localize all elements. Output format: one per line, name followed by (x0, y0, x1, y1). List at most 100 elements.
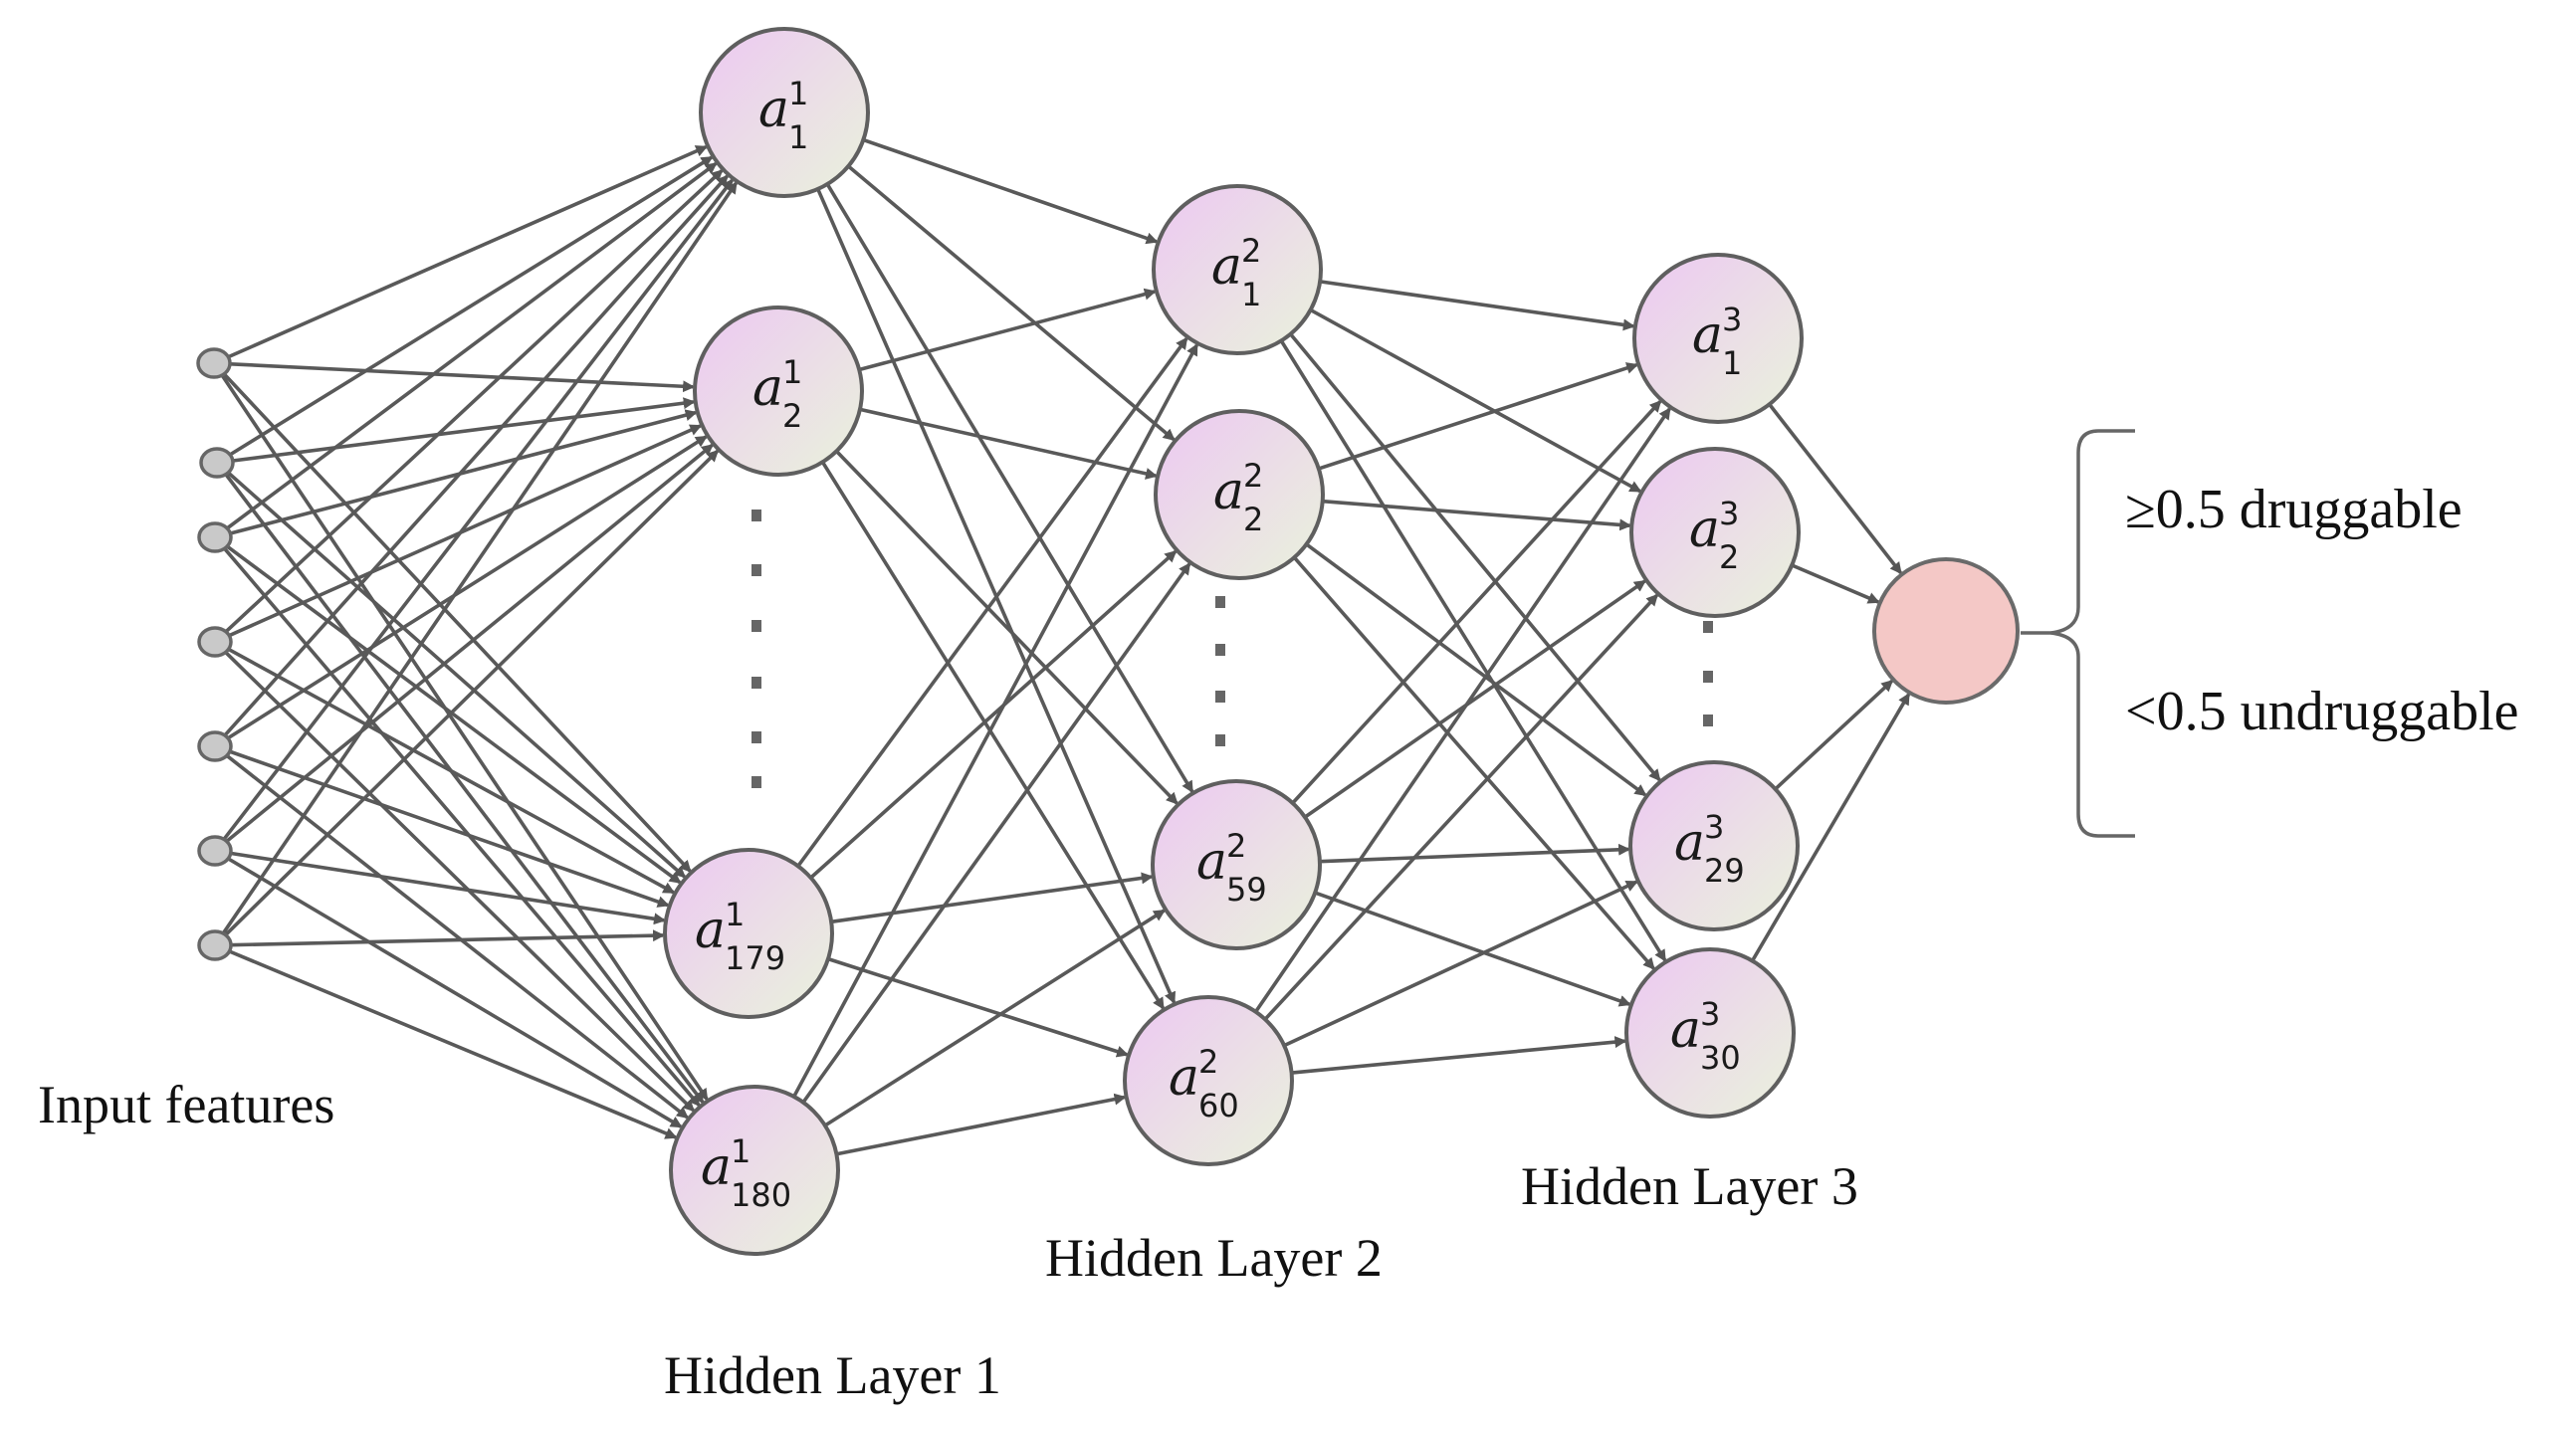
neuron-symbol: a (1213, 462, 1244, 521)
input-to-hidden1-edge (222, 546, 701, 1108)
ellipsis-dot (1215, 734, 1225, 746)
neuron-unit-index: 179 (725, 939, 785, 977)
input-node (197, 929, 233, 961)
neuron-unit-index: 2 (782, 397, 802, 435)
ellipsis-dot (1215, 644, 1225, 656)
input-features-label: Input features (38, 1075, 334, 1134)
neuron-circle (1123, 995, 1294, 1166)
ellipsis-dot (751, 731, 761, 743)
neuron-layer-index: 1 (782, 353, 802, 391)
neuron-layer-index: 2 (1198, 1043, 1218, 1081)
neuron-layer-index: 2 (1226, 827, 1246, 865)
neuron-circle (1624, 947, 1796, 1119)
hidden1-to-hidden2-edge (820, 461, 1166, 1010)
hidden3-node: a3 29 (1628, 760, 1800, 931)
input-node (199, 447, 235, 479)
hidden2-to-hidden3-edge (1279, 339, 1667, 962)
ellipsis-dot (751, 620, 761, 632)
input-to-hidden1-edge (223, 174, 729, 737)
hidden1-to-hidden2-edge (858, 288, 1157, 372)
neuron-layer-index: 1 (725, 896, 745, 933)
input-to-hidden1-edge (227, 361, 696, 393)
hidden3-to-output-edge (1791, 563, 1880, 604)
nodes: a11a12a1179a1180a21a22a259a260a31a32a329… (196, 27, 2020, 1256)
neuron-layer-index: 3 (1719, 495, 1739, 532)
neuron-layer-index: 1 (731, 1132, 751, 1170)
ellipsis-dot (751, 677, 761, 689)
input-to-hidden1-edge (227, 748, 670, 908)
hidden2-to-hidden3-edge (1283, 880, 1638, 1048)
neuron-unit-index: 2 (1719, 538, 1739, 576)
hidden2-to-hidden3-edge (1318, 362, 1639, 471)
hidden1-to-hidden2-edge (801, 562, 1191, 1104)
input-to-hidden1-edge (227, 948, 678, 1139)
hidden1-to-hidden2-edge (859, 407, 1159, 480)
connections (220, 137, 1911, 1156)
neuron-unit-index: 30 (1700, 1039, 1741, 1077)
hidden3-to-output-edge (1774, 679, 1894, 791)
hidden1-to-hidden2-edge (827, 956, 1130, 1058)
input-to-hidden1-edge (226, 144, 709, 360)
neuron-symbol: a (701, 1137, 732, 1197)
hidden2-to-hidden3-edge (1291, 399, 1662, 805)
input-to-hidden1-edge (226, 856, 683, 1128)
hidden1-to-hidden2-edge (796, 336, 1188, 868)
ellipsis-dot (1703, 671, 1713, 683)
neuron-unit-index: 2 (1243, 501, 1263, 538)
hidden2-to-hidden3-edge (1319, 843, 1631, 864)
output-node (1872, 557, 2020, 705)
input-to-hidden1-edge (228, 929, 666, 947)
input-to-hidden1-edge (225, 162, 718, 531)
hidden1-to-hidden2-edge (847, 164, 1176, 442)
neuron-circle (1628, 760, 1800, 931)
neuron-unit-index: 59 (1226, 871, 1267, 909)
hidden2-node: a21 (1152, 184, 1323, 355)
input-node (197, 835, 233, 867)
ellipsis-dot (751, 776, 761, 788)
hidden1-to-hidden2-edge (862, 137, 1159, 245)
neuron-symbol: a (1674, 813, 1705, 873)
input-to-hidden1-edge (227, 155, 714, 458)
neuron-symbol: a (695, 901, 726, 960)
input-to-hidden1-edge (226, 647, 676, 895)
input-to-hidden1-edge (220, 373, 709, 1102)
hidden2-to-hidden3-edge (1289, 332, 1661, 782)
input-node (196, 347, 232, 379)
neuron-unit-index: 29 (1704, 852, 1745, 890)
hidden1-to-hidden2-edge (825, 183, 1194, 793)
hidden1-node: a1 179 (663, 848, 834, 1019)
neuron-symbol: a (1211, 237, 1242, 297)
ellipsis-dot (1215, 691, 1225, 703)
hidden-layer-2-label: Hidden Layer 2 (1045, 1228, 1383, 1288)
hidden3-node: a32 (1629, 447, 1801, 618)
ellipsis-dot (1703, 714, 1713, 726)
hidden1-to-hidden2-edge (823, 909, 1167, 1127)
input-node (197, 730, 233, 762)
neuron-unit-index: 1 (788, 118, 808, 156)
input-to-hidden1-edge (224, 169, 724, 634)
hidden2-to-hidden3-edge (1309, 307, 1642, 494)
ellipsis-dot (751, 564, 761, 576)
hidden1-to-hidden2-edge (809, 549, 1178, 880)
hidden2-to-hidden3-edge (1303, 579, 1647, 819)
input-to-hidden1-edge (227, 424, 703, 638)
neuron-layer-index: 2 (1243, 457, 1263, 495)
output-brace (2021, 429, 2135, 838)
hidden2-to-hidden3-edge (1254, 407, 1671, 1013)
output-druggable-label: ≥0.5 druggable (2125, 479, 2463, 540)
hidden1-node: a1 2 (693, 306, 864, 477)
hidden2-to-hidden3-edge (1322, 499, 1632, 531)
neuron-layer-index: 3 (1704, 808, 1724, 846)
neuron-unit-index: 60 (1198, 1087, 1239, 1124)
input-to-hidden1-edge (226, 470, 687, 879)
hidden2-to-hidden3-edge (1319, 280, 1635, 331)
neuron-circle (663, 848, 834, 1019)
hidden1-to-hidden2-edge (830, 872, 1154, 924)
hidden1-node: a11 (699, 27, 870, 198)
neuron-circle (1151, 779, 1322, 950)
neuron-symbol: a (752, 358, 783, 418)
neuron-unit-index: 1 (1722, 344, 1742, 382)
